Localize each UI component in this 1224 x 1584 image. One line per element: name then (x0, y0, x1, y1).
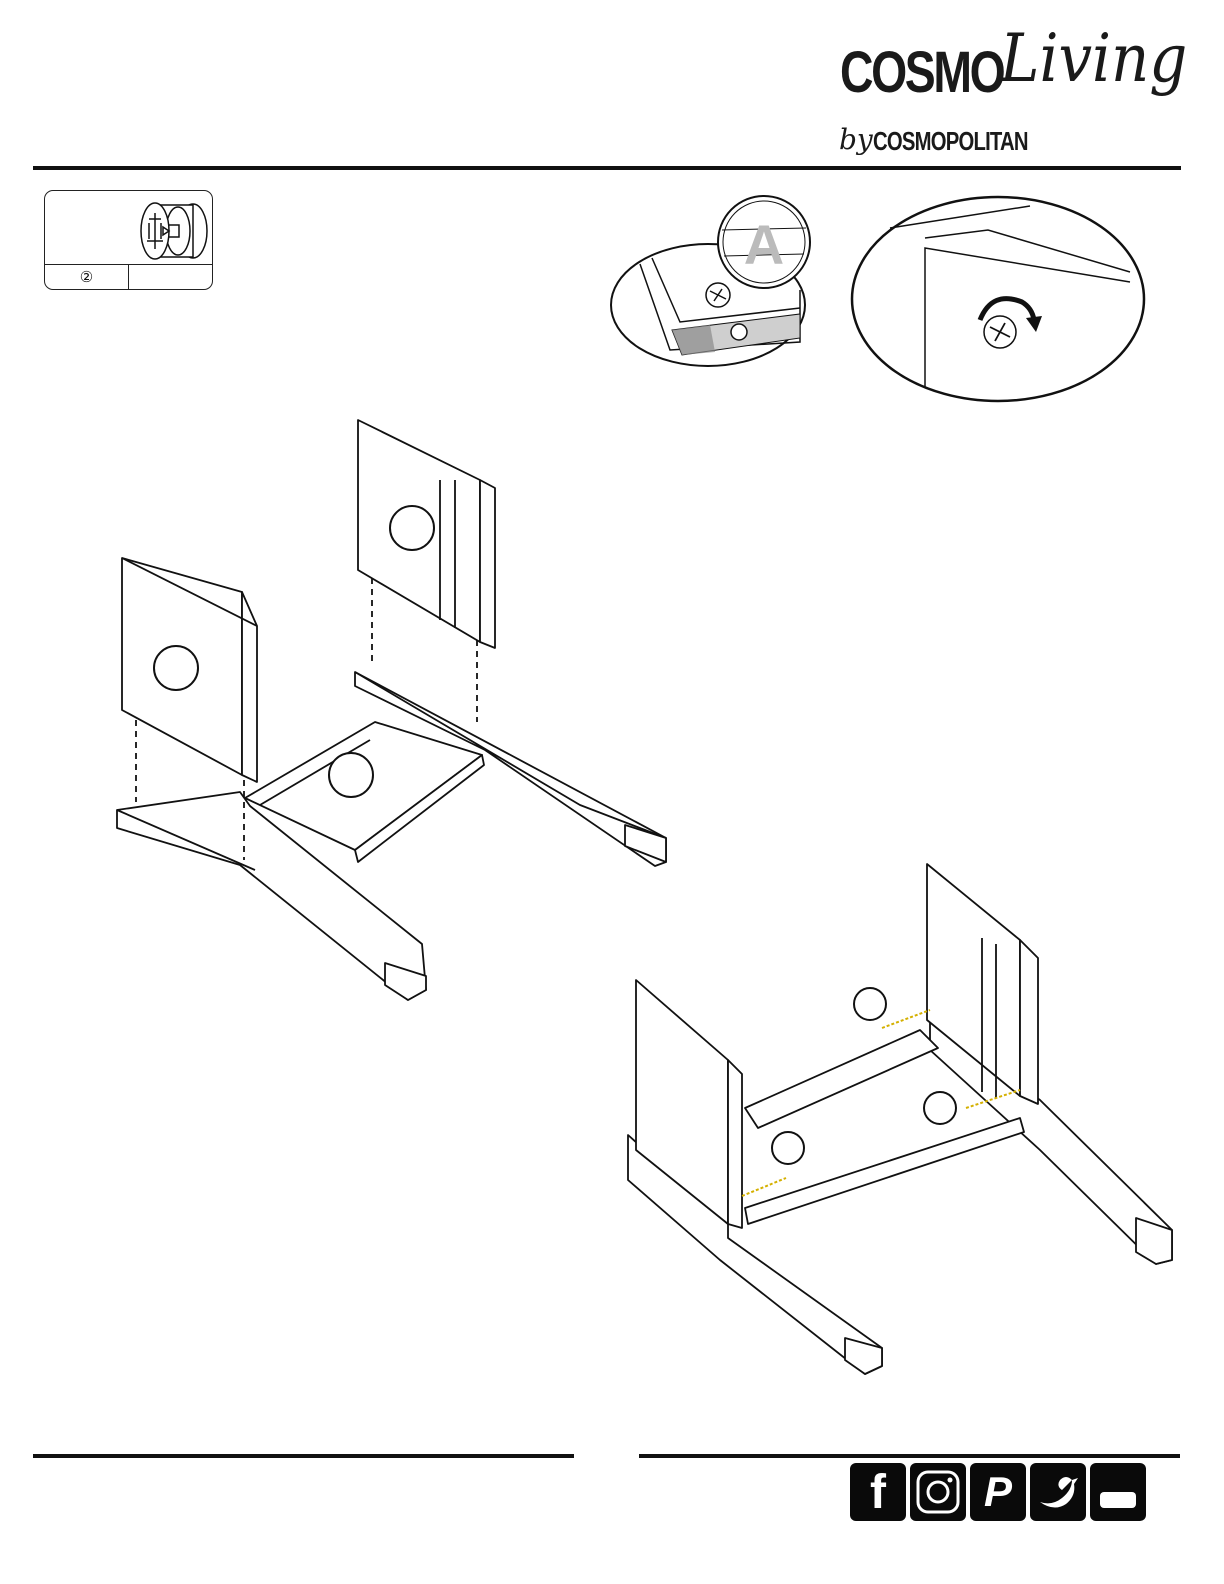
footer-rule-left (33, 1454, 574, 1458)
part-marker-right-panel (390, 506, 434, 550)
step-two-diagram (620, 860, 1190, 1390)
logo-script: Living (1000, 26, 1187, 92)
hardware-part-id (129, 265, 212, 289)
part-marker-back-rail (854, 988, 886, 1020)
brand-logo: COSMO Living by COSMOPOLITAN (835, 20, 1180, 160)
logo-wordmark: COSMO (840, 44, 1003, 102)
youtube-icon[interactable] (1090, 1463, 1146, 1521)
twitter-icon[interactable] (1030, 1463, 1086, 1521)
pinterest-icon[interactable]: P (970, 1463, 1026, 1521)
step-one-diagram (100, 410, 680, 1010)
part-marker-shelf (329, 753, 373, 797)
part-marker-shelf-right (924, 1092, 956, 1124)
instagram-icon[interactable] (910, 1463, 966, 1521)
cam-tighten-detail (852, 197, 1144, 401)
part-marker-left-panel (154, 646, 198, 690)
part-marker-shelf-left (772, 1132, 804, 1164)
hardware-quantity: ② (45, 265, 129, 289)
cam-lock-detail-callouts: A (600, 190, 1200, 410)
panel-letter: A (744, 213, 784, 276)
header-rule (33, 166, 1181, 170)
logo-by: by (839, 126, 873, 154)
footer-rule-right (639, 1454, 1180, 1458)
cam-lock-icon (45, 191, 213, 267)
social-icons: f P (850, 1463, 1150, 1521)
hardware-box: ② (44, 190, 213, 290)
top-rail (745, 1030, 938, 1128)
logo-publisher: COSMOPOLITAN (873, 128, 1028, 154)
panel-a-badge: A (718, 196, 810, 288)
facebook-icon[interactable]: f (850, 1463, 906, 1521)
